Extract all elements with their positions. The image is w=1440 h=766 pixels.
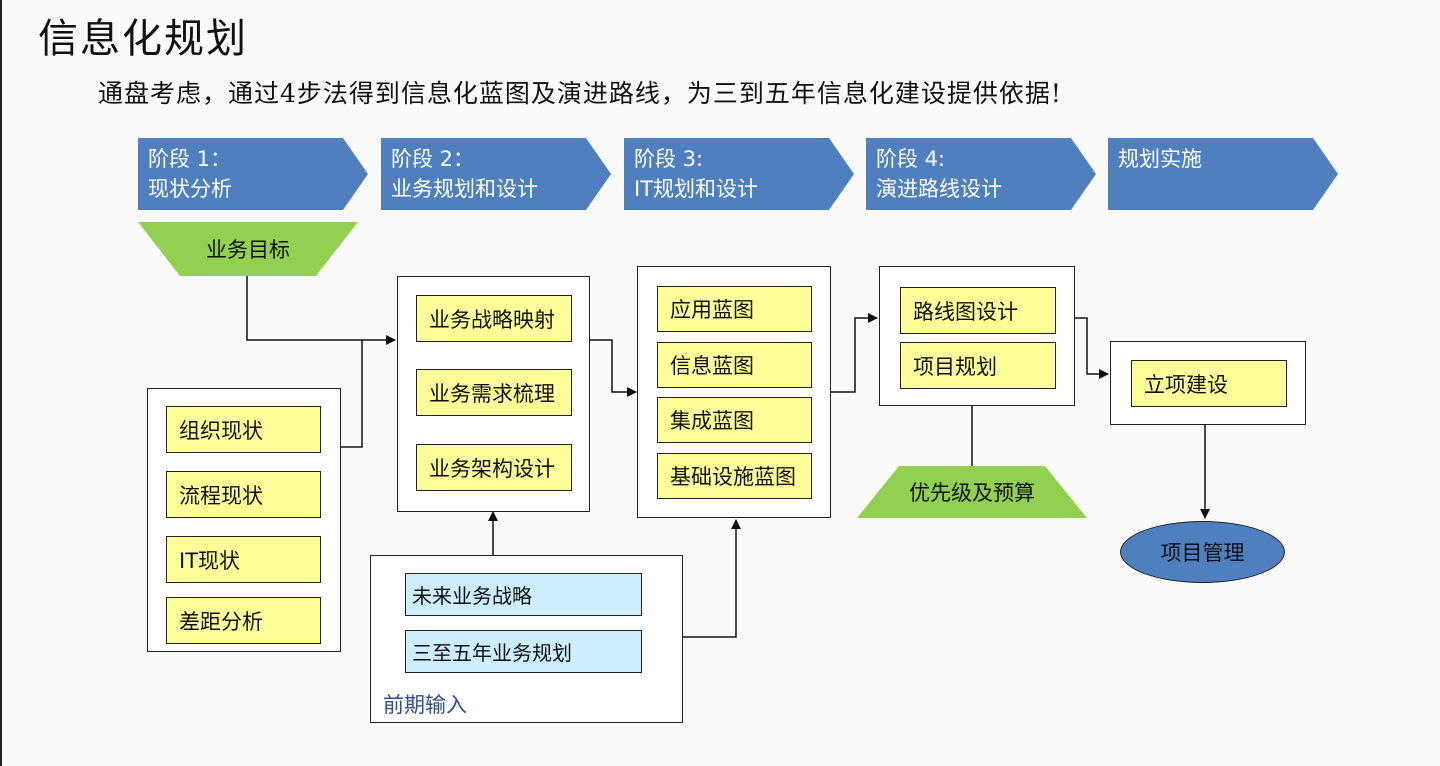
- stage-1-number: 阶段 1：: [148, 147, 232, 171]
- stage-4-name: 演进路线设计: [876, 177, 1002, 201]
- it-blueprint-item: 基础设施蓝图: [657, 453, 812, 499]
- it-blueprint-item: 应用蓝图: [657, 286, 812, 332]
- roadmap-item: 项目规划: [900, 342, 1056, 389]
- business-planning-item: 业务战略映射: [416, 295, 572, 342]
- current-state-item: IT现状: [166, 536, 321, 583]
- early-input-item: 未来业务战略: [405, 573, 642, 616]
- stage-3-name: IT规划和设计: [634, 177, 759, 201]
- stage-4: 阶段 4: 演进路线设计: [866, 138, 1096, 210]
- project-management-ellipse: 项目管理: [1120, 521, 1285, 583]
- page-title: 信息化规划: [38, 16, 248, 62]
- business-goal-shape: 业务目标: [138, 222, 358, 276]
- stage-2: 阶段 2： 业务规划和设计: [381, 138, 611, 210]
- stage-3: 阶段 3: IT规划和设计: [624, 138, 854, 210]
- stage-4-number: 阶段 4:: [876, 147, 946, 171]
- current-state-item: 差距分析: [166, 597, 321, 644]
- roadmap-item: 路线图设计: [900, 287, 1056, 334]
- early-input-item: 三至五年业务规划: [405, 630, 642, 673]
- stage-3-number: 阶段 3:: [634, 147, 704, 171]
- business-planning-item: 业务需求梳理: [416, 369, 572, 416]
- stage-2-name: 业务规划和设计: [391, 177, 538, 201]
- early-inputs-label: 前期输入: [383, 693, 467, 717]
- page-subtitle: 通盘考虑，通过4步法得到信息化蓝图及演进路线，为三到五年信息化建设提供依据!: [98, 79, 1062, 108]
- left-border: [0, 0, 2, 766]
- stage-implementation: 规划实施: [1108, 138, 1338, 210]
- priority-budget-shape: 优先级及预算: [857, 466, 1087, 518]
- stage-1: 阶段 1： 现状分析: [138, 138, 368, 210]
- current-state-item: 组织现状: [166, 406, 321, 453]
- business-goal-label: 业务目标: [206, 238, 290, 262]
- stage-2-number: 阶段 2：: [391, 147, 475, 171]
- it-blueprint-item: 信息蓝图: [657, 342, 812, 388]
- business-planning-item: 业务架构设计: [416, 444, 572, 491]
- priority-budget-label: 优先级及预算: [909, 481, 1035, 505]
- current-state-item: 流程现状: [166, 471, 321, 518]
- stage-implementation-name: 规划实施: [1118, 147, 1202, 171]
- it-blueprint-item: 集成蓝图: [657, 397, 812, 443]
- stage-1-name: 现状分析: [148, 177, 232, 201]
- implementation-item: 立项建设: [1131, 360, 1287, 407]
